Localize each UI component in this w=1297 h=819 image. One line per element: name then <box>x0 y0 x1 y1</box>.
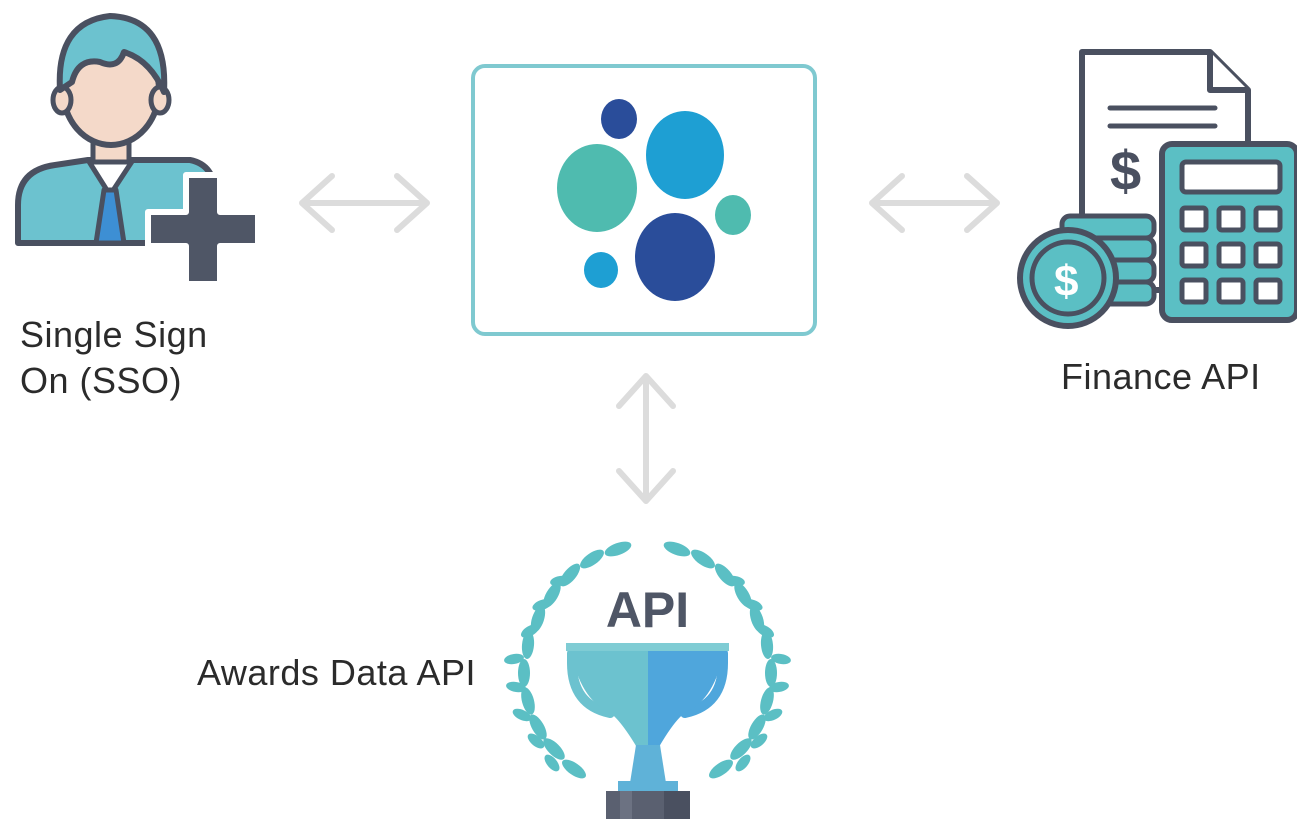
awards-label: Awards Data API <box>197 652 476 693</box>
awards-node: API <box>500 535 795 819</box>
sso-node <box>0 0 280 300</box>
trophy-laurel-icon <box>504 541 791 819</box>
finance-label: Finance API <box>1061 356 1261 397</box>
svg-text:$: $ <box>1110 139 1141 202</box>
svg-text:$: $ <box>1054 257 1078 306</box>
double-arrow-hub-finance-icon <box>869 173 1000 233</box>
dots-logo-icon <box>557 99 751 301</box>
finance-node: $ $ <box>1010 40 1297 340</box>
double-arrow-up-down-icon <box>616 373 676 504</box>
sso-label: Single Sign On (SSO) <box>20 314 208 401</box>
award-badge-text: API <box>605 582 690 638</box>
double-arrow-left-right-icon <box>299 173 430 233</box>
user-add-icon <box>15 13 261 287</box>
hub-box <box>471 64 817 336</box>
finance-calculator-icon: $ $ <box>1017 49 1297 329</box>
